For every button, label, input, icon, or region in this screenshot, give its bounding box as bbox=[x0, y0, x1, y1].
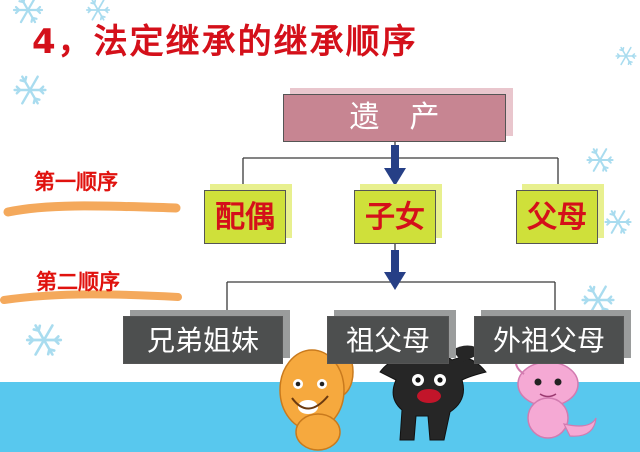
snowflake-icon bbox=[586, 148, 614, 172]
snowflake-icon bbox=[604, 210, 632, 234]
second-order-arrow bbox=[384, 250, 406, 290]
black-creature-icon bbox=[379, 345, 487, 441]
heir-siblings-node: 兄弟姐妹 bbox=[123, 316, 283, 364]
first-order-underline bbox=[3, 201, 181, 217]
pink-creature-icon bbox=[515, 355, 597, 439]
heir-children-node: 子女 bbox=[354, 190, 436, 244]
first-order-connector bbox=[242, 142, 559, 188]
page-title: 4，法定继承的继承顺序 bbox=[32, 22, 418, 62]
first-order-arrow bbox=[384, 145, 406, 186]
snowflake-icon bbox=[25, 324, 63, 356]
snowflake-icon bbox=[581, 285, 615, 315]
heir-paternal-grandparents-node: 祖父母 bbox=[327, 316, 449, 364]
heir-parents-node: 父母 bbox=[516, 190, 598, 244]
estate-node: 遗 产 bbox=[283, 94, 506, 142]
heir-spouse-node: 配偶 bbox=[204, 190, 286, 244]
second-order-underline bbox=[0, 290, 182, 304]
snowflake-icon bbox=[615, 46, 637, 66]
first-order-label: 第一顺序 bbox=[34, 170, 118, 194]
snowflake-icon bbox=[13, 75, 47, 105]
heir-maternal-grandparents-node: 外祖父母 bbox=[474, 316, 624, 364]
second-order-label: 第二顺序 bbox=[36, 270, 120, 294]
